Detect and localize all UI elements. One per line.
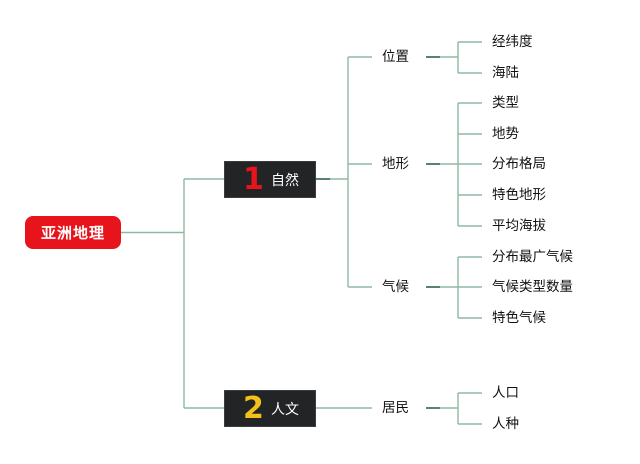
leaf-node[interactable]: 气候类型数量 [492,279,573,295]
leaf-node[interactable]: 类型 [492,95,519,111]
branch-label: 自然 [271,172,299,189]
leaf-node[interactable]: 地势 [492,126,519,142]
branch-label: 人文 [271,401,299,418]
leaf-node[interactable]: 分布格局 [492,156,546,172]
leaf-node[interactable]: 海陆 [492,65,519,81]
root-label: 亚洲地理 [40,224,105,242]
root-node[interactable]: 亚洲地理 [25,216,121,249]
branch-number: 1 [243,162,264,197]
branch-node-nature[interactable]: 1 自然 [224,161,316,198]
leaf-node[interactable]: 特色气候 [492,310,546,326]
node-terrain[interactable]: 地形 [382,156,409,172]
node-residents[interactable]: 居民 [382,400,409,416]
leaf-node[interactable]: 平均海拔 [492,218,546,234]
branch-number: 2 [243,391,264,426]
leaf-node[interactable]: 特色地形 [492,187,546,203]
leaf-node[interactable]: 经纬度 [492,34,533,50]
leaf-node[interactable]: 人种 [492,416,519,432]
branch-node-humanities[interactable]: 2 人文 [224,390,316,427]
node-location[interactable]: 位置 [382,49,409,65]
leaf-node[interactable]: 分布最广气候 [492,249,573,265]
node-climate[interactable]: 气候 [382,279,409,295]
leaf-node[interactable]: 人口 [492,385,519,401]
